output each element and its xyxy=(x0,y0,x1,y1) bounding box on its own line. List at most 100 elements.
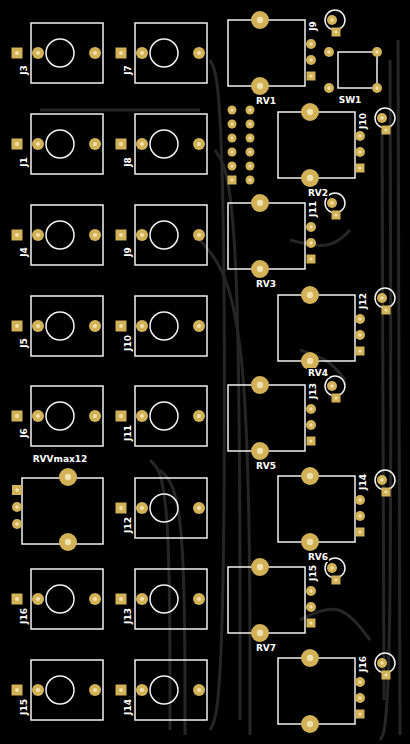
pad xyxy=(193,593,205,605)
square-pad xyxy=(12,594,23,605)
square-pad xyxy=(356,164,365,173)
jack-circle xyxy=(150,676,178,704)
silk-outline xyxy=(31,23,103,83)
pad-hole xyxy=(36,597,40,601)
ref-designator: J1 xyxy=(19,156,29,168)
jack-circle xyxy=(150,585,178,613)
pad xyxy=(251,442,269,460)
jack-circle xyxy=(150,402,178,430)
pad-hole xyxy=(380,478,384,482)
square-pad xyxy=(116,321,127,332)
pad-hole xyxy=(65,474,71,480)
pad xyxy=(301,533,319,551)
ref-designator: SW1 xyxy=(338,95,363,105)
ref-designator: J12 xyxy=(123,516,133,534)
silk-outline xyxy=(278,112,355,178)
pad-hole xyxy=(15,142,19,146)
pad-hole xyxy=(230,122,233,125)
pad xyxy=(193,47,205,59)
pad-hole xyxy=(140,51,144,55)
silk-outline xyxy=(228,203,305,269)
square-pad xyxy=(116,411,127,422)
square-pad xyxy=(116,685,127,696)
pad xyxy=(193,320,205,332)
silk-outline xyxy=(135,296,207,356)
pad xyxy=(89,593,101,605)
pad-hole xyxy=(309,589,313,593)
ref-designator: J16 xyxy=(358,655,368,673)
pad xyxy=(251,77,269,95)
pad-hole xyxy=(15,233,19,237)
ref-designator: RV6 xyxy=(307,552,329,562)
pad-hole xyxy=(309,621,312,624)
pad-hole xyxy=(119,688,123,692)
pad-hole xyxy=(93,51,97,55)
pad-hole xyxy=(140,597,144,601)
pad-hole xyxy=(119,414,123,418)
pad xyxy=(59,533,77,551)
square-pad xyxy=(307,619,316,628)
pad-hole xyxy=(309,74,312,77)
pad xyxy=(355,677,365,687)
pad-hole xyxy=(93,597,97,601)
square-pad xyxy=(332,28,341,37)
jack-circle xyxy=(150,39,178,67)
pad xyxy=(327,15,337,25)
pad-hole xyxy=(334,578,337,581)
pad xyxy=(301,715,319,733)
pad xyxy=(32,47,44,59)
square-pad xyxy=(12,48,23,59)
pad xyxy=(136,593,148,605)
pad-hole xyxy=(197,414,201,418)
square-pad xyxy=(332,394,341,403)
silk-outline xyxy=(278,658,355,724)
square-pad xyxy=(332,576,341,585)
pad-hole xyxy=(358,349,361,352)
pad xyxy=(32,410,44,422)
pad-hole xyxy=(309,605,313,609)
pad-hole xyxy=(309,407,313,411)
pad-hole xyxy=(380,296,384,300)
pad-hole xyxy=(119,142,123,146)
ref-designator: J9 xyxy=(308,20,318,32)
pad-hole xyxy=(197,324,201,328)
ref-designator: J5 xyxy=(19,337,29,349)
pad-hole xyxy=(334,396,337,399)
square-pad xyxy=(356,710,365,719)
pad xyxy=(355,693,365,703)
pad-hole xyxy=(327,86,331,90)
pad-hole xyxy=(307,655,313,661)
pad-hole xyxy=(197,233,201,237)
pad xyxy=(355,131,365,141)
jack-circle xyxy=(46,312,74,340)
pad xyxy=(355,314,365,324)
ref-designator: J15 xyxy=(19,698,29,716)
pad xyxy=(246,176,255,185)
pad-hole xyxy=(93,324,97,328)
square-pad xyxy=(12,321,23,332)
pad-hole xyxy=(140,233,144,237)
pad-hole xyxy=(15,414,19,418)
pad xyxy=(372,47,382,57)
square-pad xyxy=(356,347,365,356)
ref-designator: RV2 xyxy=(307,188,329,198)
pad xyxy=(306,586,316,596)
silk-outline xyxy=(31,296,103,356)
silk-outline xyxy=(31,660,103,720)
silk-outline xyxy=(31,569,103,629)
pad-hole xyxy=(140,688,144,692)
pad-hole xyxy=(140,324,144,328)
pad-hole xyxy=(334,213,337,216)
jack-circle xyxy=(150,221,178,249)
ref-designator: J7 xyxy=(123,64,133,76)
pad-hole xyxy=(307,109,313,115)
square-pad xyxy=(307,255,316,264)
pad xyxy=(193,229,205,241)
jack-circle xyxy=(46,221,74,249)
pad xyxy=(246,148,255,157)
pad-hole xyxy=(119,233,123,237)
pad-hole xyxy=(197,597,201,601)
silk-outline xyxy=(31,114,103,174)
pad-hole xyxy=(140,506,144,510)
pad-hole xyxy=(330,384,334,388)
